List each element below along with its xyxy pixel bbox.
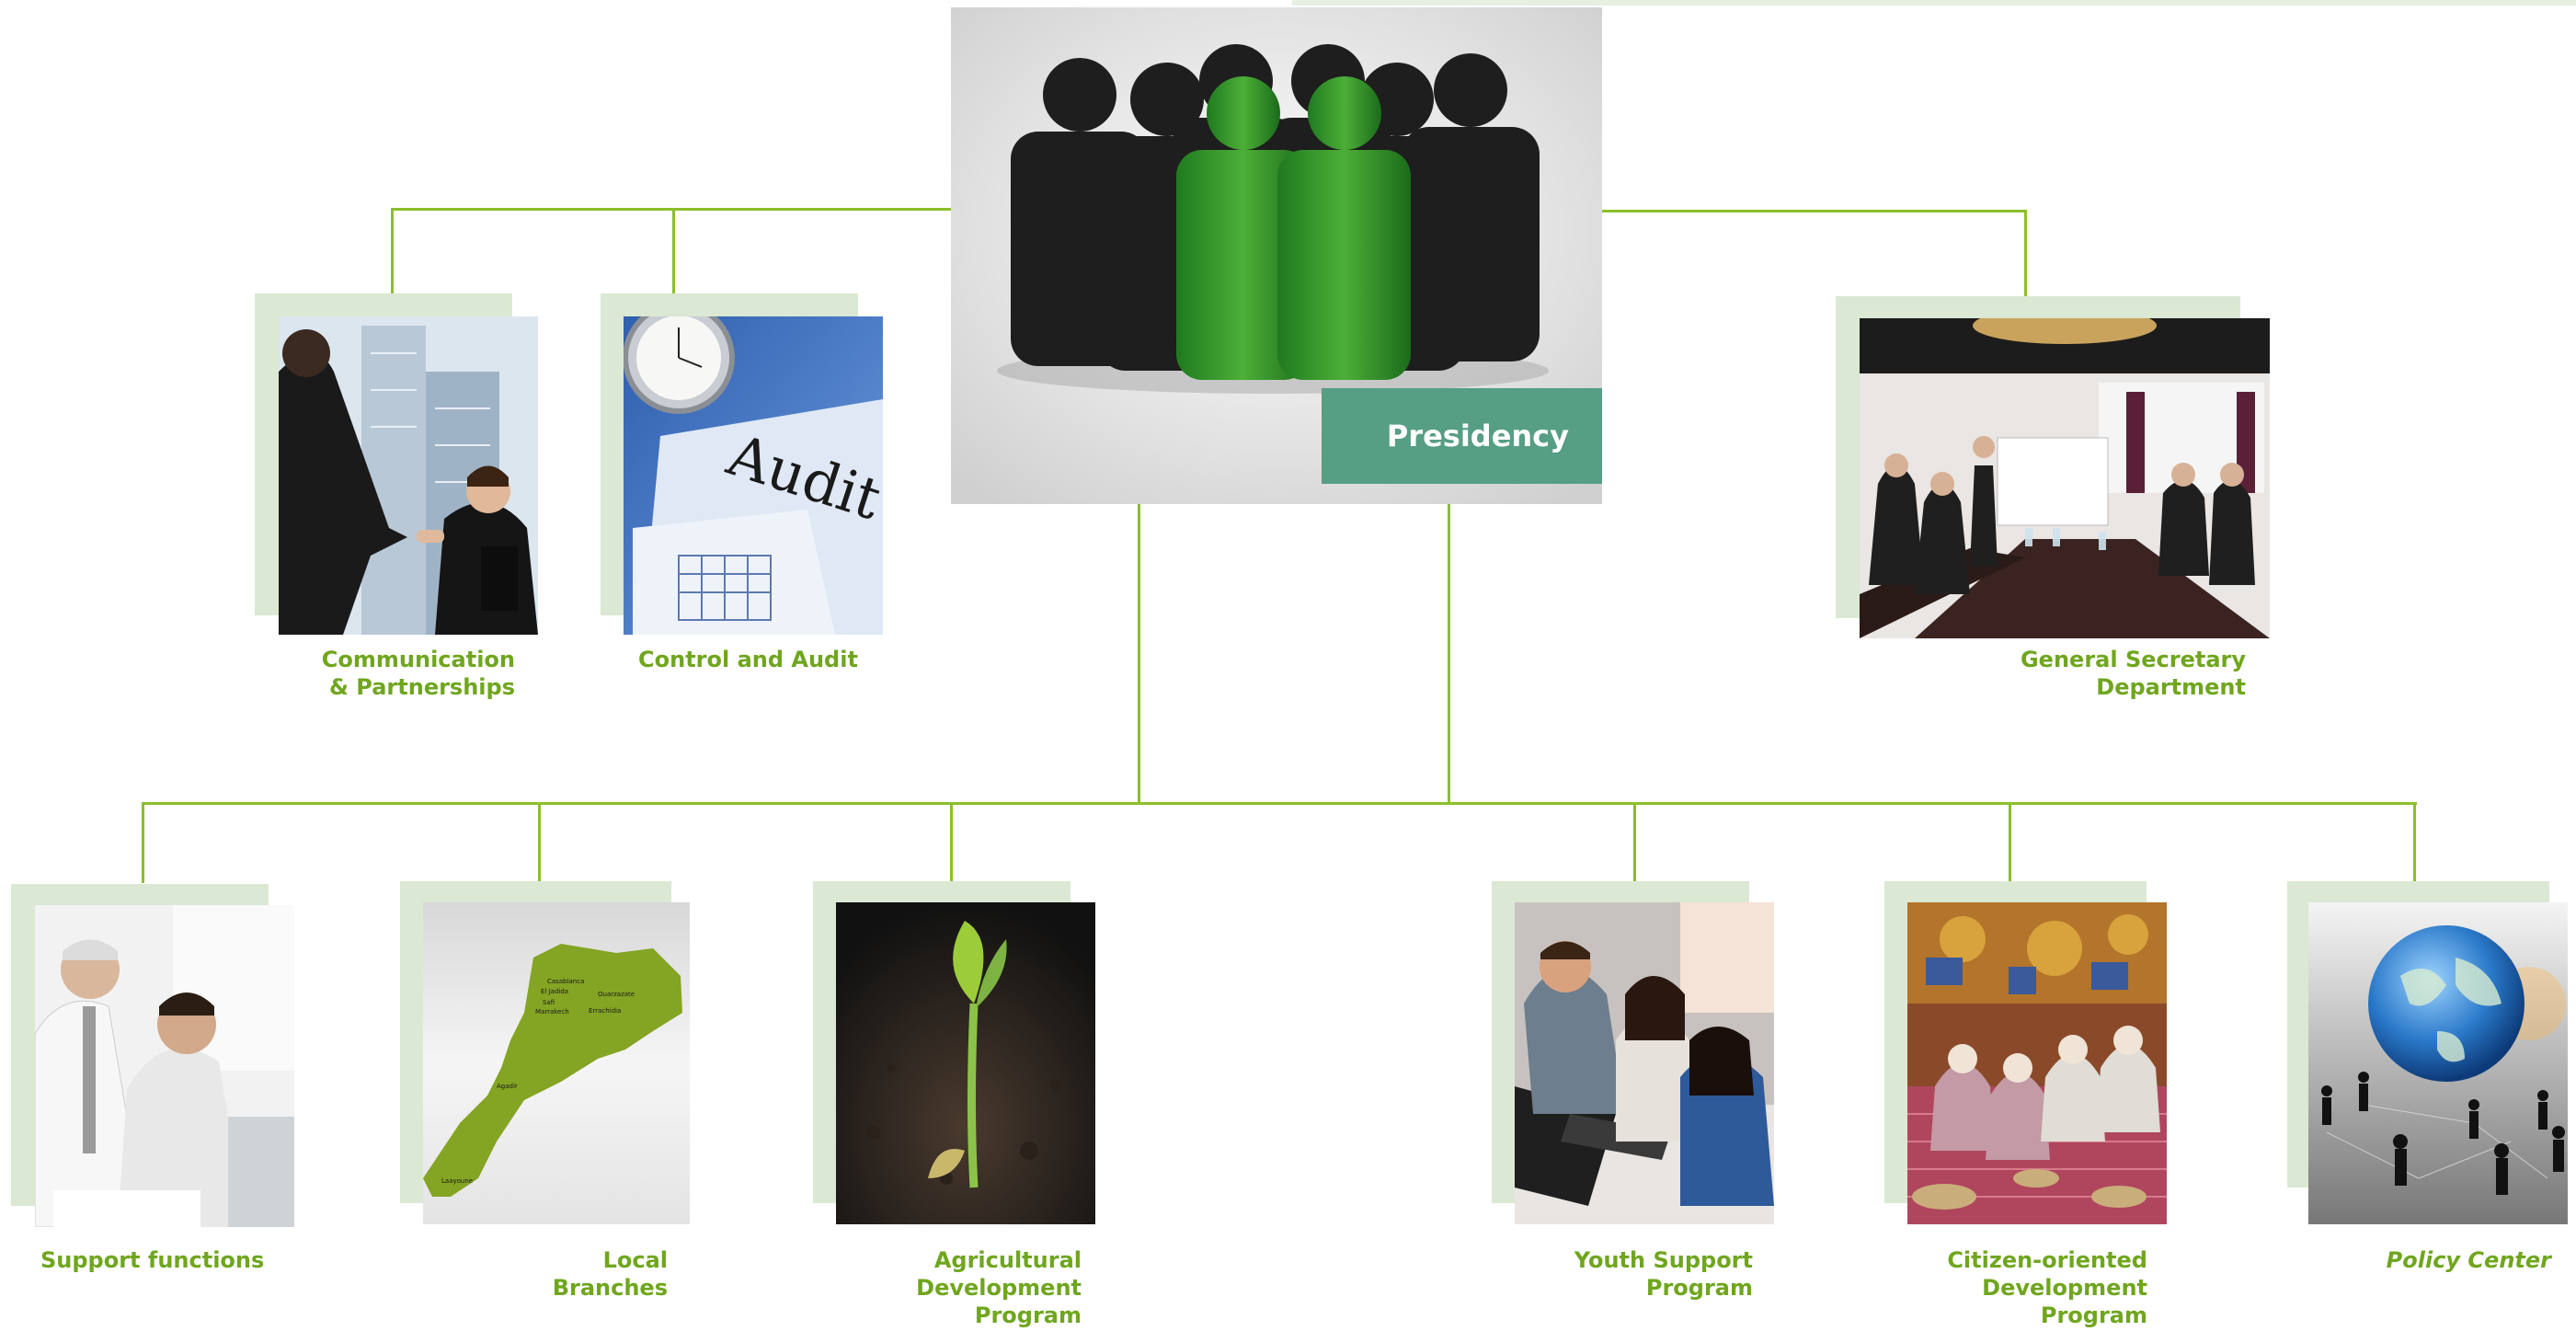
general-secretary-photo <box>1860 318 2270 638</box>
unit-label-local-branches: Local Branches <box>552 1247 668 1301</box>
connector <box>2009 802 2011 883</box>
map-city: Marrakech <box>535 1008 569 1015</box>
local-branches-map: Casablanca El Jadida Safi Marrakech Ouar… <box>423 902 690 1224</box>
connector <box>2413 802 2416 883</box>
map-city: Casablanca <box>547 978 584 985</box>
connector <box>672 208 675 295</box>
unit-label-audit: Control and Audit <box>638 647 858 672</box>
connector <box>1597 210 2027 212</box>
unit-label-communication: Communication & Partnerships <box>321 647 515 700</box>
unit-label-youth-support: Youth Support Program <box>1574 1247 1753 1301</box>
connector <box>950 802 953 883</box>
presidency-photo <box>951 7 1602 504</box>
map-city: Errachidia <box>589 1007 621 1015</box>
connector <box>2024 210 2027 297</box>
map-city: Safi <box>543 999 555 1006</box>
map-city: Agadir <box>497 1083 518 1090</box>
unit-label-support-functions: Support functions <box>40 1247 265 1273</box>
connector <box>391 208 953 211</box>
youth-support-photo <box>1515 902 1774 1224</box>
communication-photo <box>279 316 538 635</box>
map-city: Ouarzazate <box>598 991 635 998</box>
presidency-label: Presidency <box>1322 388 1602 484</box>
connector <box>1448 504 1450 804</box>
agricultural-photo <box>836 902 1095 1224</box>
unit-label-policy-center: Policy Center <box>2386 1247 2551 1273</box>
unit-label-agricultural: Agricultural Development Program <box>916 1247 1082 1328</box>
unit-label-general-secretary: General Secretary Department <box>2020 647 2246 700</box>
support-functions-photo <box>35 905 294 1227</box>
connector <box>391 208 394 295</box>
top-decor-strip <box>1292 0 2576 6</box>
connector <box>142 802 2417 805</box>
unit-label-citizen-oriented: Citizen-oriented Development Program <box>1947 1247 2147 1328</box>
policy-center-photo <box>2308 902 2568 1224</box>
citizen-oriented-photo <box>1907 902 2167 1224</box>
connector <box>538 802 541 883</box>
connector <box>142 802 144 883</box>
audit-photo: Audit <box>624 316 883 635</box>
map-city: El Jadida <box>541 988 568 995</box>
connector <box>1633 802 1636 883</box>
connector <box>1138 504 1140 804</box>
map-city: Laayoune <box>441 1177 473 1185</box>
